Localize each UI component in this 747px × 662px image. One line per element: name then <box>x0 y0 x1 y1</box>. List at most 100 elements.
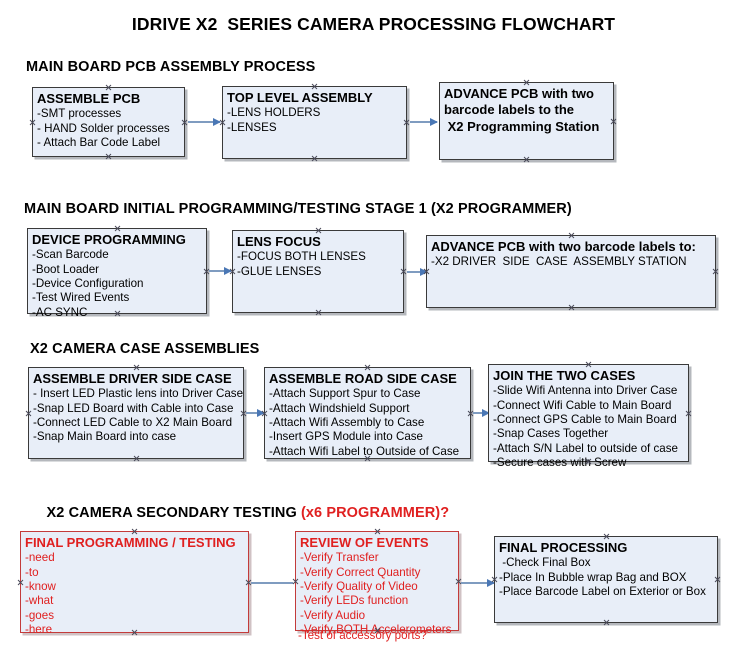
node-line: -Boot Loader <box>32 262 100 276</box>
node-line: - HAND Solder processes <box>37 121 170 135</box>
connection-handle-bottom[interactable] <box>105 153 112 160</box>
connection-handle-left[interactable] <box>17 579 24 586</box>
connection-handle-bottom[interactable] <box>523 156 530 163</box>
node-assemble-driver-side-case[interactable]: ASSEMBLE DRIVER SIDE CASE - Insert LED P… <box>28 367 244 459</box>
connection-handle-left[interactable] <box>229 268 236 275</box>
connection-handle-top[interactable] <box>374 528 381 535</box>
connection-handle-left[interactable] <box>491 576 498 583</box>
node-title: LENS FOCUS <box>237 234 321 249</box>
node-assemble-pcb[interactable]: ASSEMBLE PCB -SMT processes - HAND Solde… <box>32 87 185 157</box>
node-line: -GLUE LENSES <box>237 264 322 278</box>
connection-handle-top[interactable] <box>523 79 530 86</box>
connection-handle-bottom[interactable] <box>114 310 121 317</box>
document-title: IDRIVE X2 SERIES CAMERA PROCESSING FLOWC… <box>131 14 616 34</box>
connection-handle-top[interactable] <box>114 225 121 232</box>
section-heading-main-board-initial-programming: MAIN BOARD INITIAL PROGRAMMING/TESTING S… <box>24 201 572 217</box>
node-assemble-road-side-case[interactable]: ASSEMBLE ROAD SIDE CASE -Attach Support … <box>264 367 471 459</box>
node-line: -LENSES <box>227 120 277 134</box>
node-line: -AC SYNC <box>32 305 88 319</box>
node-line: -Verify Audio <box>300 608 366 622</box>
node-title: REVIEW OF EVENTS <box>300 535 429 550</box>
arrowhead-icon <box>224 267 232 275</box>
section-heading-main-board-pcb-assembly: MAIN BOARD PCB ASSEMBLY PROCESS <box>26 59 316 75</box>
connection-handle-left[interactable] <box>261 410 268 417</box>
connection-handle-top[interactable] <box>364 364 371 371</box>
node-title-line2: barcode labels to the <box>444 102 575 118</box>
node-final-processing[interactable]: FINAL PROCESSING -Check Final Box -Place… <box>494 536 718 623</box>
section-heading-x2-camera-secondary-testing: X2 CAMERA SECONDARY TESTING (x6 PROGRAMM… <box>30 489 450 537</box>
node-line: - Insert LED Plastic lens into Driver Ca… <box>33 387 244 401</box>
connection-handle-left[interactable] <box>25 410 32 417</box>
node-title: FINAL PROGRAMMING / TESTING <box>25 535 236 550</box>
connection-handle-left[interactable] <box>423 268 430 275</box>
arrowhead-icon <box>487 579 495 587</box>
connection-handle-bottom[interactable] <box>364 455 371 462</box>
connection-handle-right[interactable] <box>685 410 692 417</box>
node-title: DEVICE PROGRAMMING <box>32 232 186 247</box>
connection-handle-top[interactable] <box>131 528 138 535</box>
node-line: - Attach Bar Code Label <box>37 135 161 149</box>
node-line: -Attach Wifi Label to Outside of Case <box>269 444 460 458</box>
node-line: -Snap Cases Together <box>493 427 609 441</box>
node-line: -Verify BOTH Accelerometers <box>300 622 452 636</box>
node-title: ASSEMBLE PCB <box>37 91 141 106</box>
node-line: -what <box>25 594 54 608</box>
node-line: -SMT processes <box>37 107 122 121</box>
node-line: -FOCUS BOTH LENSES <box>237 250 366 264</box>
connection-handle-bottom[interactable] <box>131 629 138 636</box>
node-advance-pcb-driver-side-case[interactable]: ADVANCE PCB with two barcode labels to: … <box>426 235 716 308</box>
node-lens-focus[interactable]: LENS FOCUS -FOCUS BOTH LENSES -GLUE LENS… <box>232 230 404 313</box>
node-line: -here <box>25 622 53 636</box>
connection-handle-top[interactable] <box>315 227 322 234</box>
arrowhead-icon <box>213 118 221 126</box>
node-device-programming[interactable]: DEVICE PROGRAMMING -Scan Barcode -Boot L… <box>27 225 207 319</box>
connection-handle-right[interactable] <box>181 119 188 126</box>
connection-handle-bottom[interactable] <box>133 455 140 462</box>
connection-handle-left[interactable] <box>29 119 36 126</box>
connection-handle-top[interactable] <box>311 83 318 90</box>
node-line: -Verify Correct Quantity <box>300 565 421 579</box>
node-line: -Attach S/N Label to outside of case <box>493 441 678 455</box>
node-top-level-assembly[interactable]: TOP LEVEL ASSEMBLY -LENS HOLDERS -LENSES <box>222 86 407 159</box>
section-heading-accent: (x6 PROGRAMMER)? <box>300 505 450 521</box>
connection-handle-bottom[interactable] <box>585 458 592 465</box>
connector-top-level-to-advance-pcb <box>410 118 438 126</box>
node-line: -Attach Windshield Support <box>269 401 410 415</box>
connection-handle-top[interactable] <box>585 361 592 368</box>
connection-handle-bottom[interactable] <box>568 304 575 311</box>
section-heading-text: X2 CAMERA SECONDARY TESTING <box>46 505 301 521</box>
node-line: -Attach Support Spur to Case <box>269 387 421 401</box>
node-join-the-two-cases[interactable]: JOIN THE TWO CASES -Slide Wifi Antenna i… <box>488 361 692 469</box>
connection-handle-right[interactable] <box>610 118 617 125</box>
connection-handle-right[interactable] <box>403 119 410 126</box>
node-line: -Insert GPS Module into Case <box>269 430 424 444</box>
connection-handle-bottom[interactable] <box>315 309 322 316</box>
connection-handle-right[interactable] <box>400 268 407 275</box>
connection-handle-top[interactable] <box>105 84 112 91</box>
connection-handle-top[interactable] <box>133 364 140 371</box>
connector-road-case-to-join-cases <box>473 409 490 417</box>
node-line: -Snap LED Board with Cable into Case <box>33 401 234 415</box>
connection-handle-left[interactable] <box>292 578 299 585</box>
node-overflow-line-test-accessory-ports: -Test of accessory ports? <box>298 629 427 642</box>
node-line: -Test Wired Events <box>32 291 130 305</box>
connection-handle-bottom[interactable] <box>311 155 318 162</box>
node-final-programming-testing[interactable]: FINAL PROGRAMMING / TESTING -need -to -k… <box>17 528 249 636</box>
node-title-line3: X2 Programming Station <box>444 118 600 134</box>
arrowhead-icon <box>430 118 438 126</box>
node-advance-pcb-programming-station[interactable]: ADVANCE PCB with two barcode labels to t… <box>439 82 614 160</box>
connection-handle-bottom[interactable] <box>603 619 610 626</box>
connection-handle-top[interactable] <box>603 533 610 540</box>
node-review-of-events[interactable]: REVIEW OF EVENTS -Verify Transfer -Verif… <box>292 528 459 636</box>
connection-handle-right[interactable] <box>714 576 721 583</box>
connection-handle-left[interactable] <box>219 119 226 126</box>
connection-handle-right[interactable] <box>712 268 719 275</box>
connector-final-programming-to-review-of-events <box>251 582 293 584</box>
node-title: ASSEMBLE ROAD SIDE CASE <box>269 371 457 386</box>
connection-handle-top[interactable] <box>568 232 575 239</box>
node-line: -Attach Wifi Assembly to Case <box>269 415 425 429</box>
node-line: -goes <box>25 608 55 622</box>
node-line: -Scan Barcode <box>32 248 109 262</box>
node-line: -Connect Wifi Cable to Main Board <box>493 398 672 412</box>
